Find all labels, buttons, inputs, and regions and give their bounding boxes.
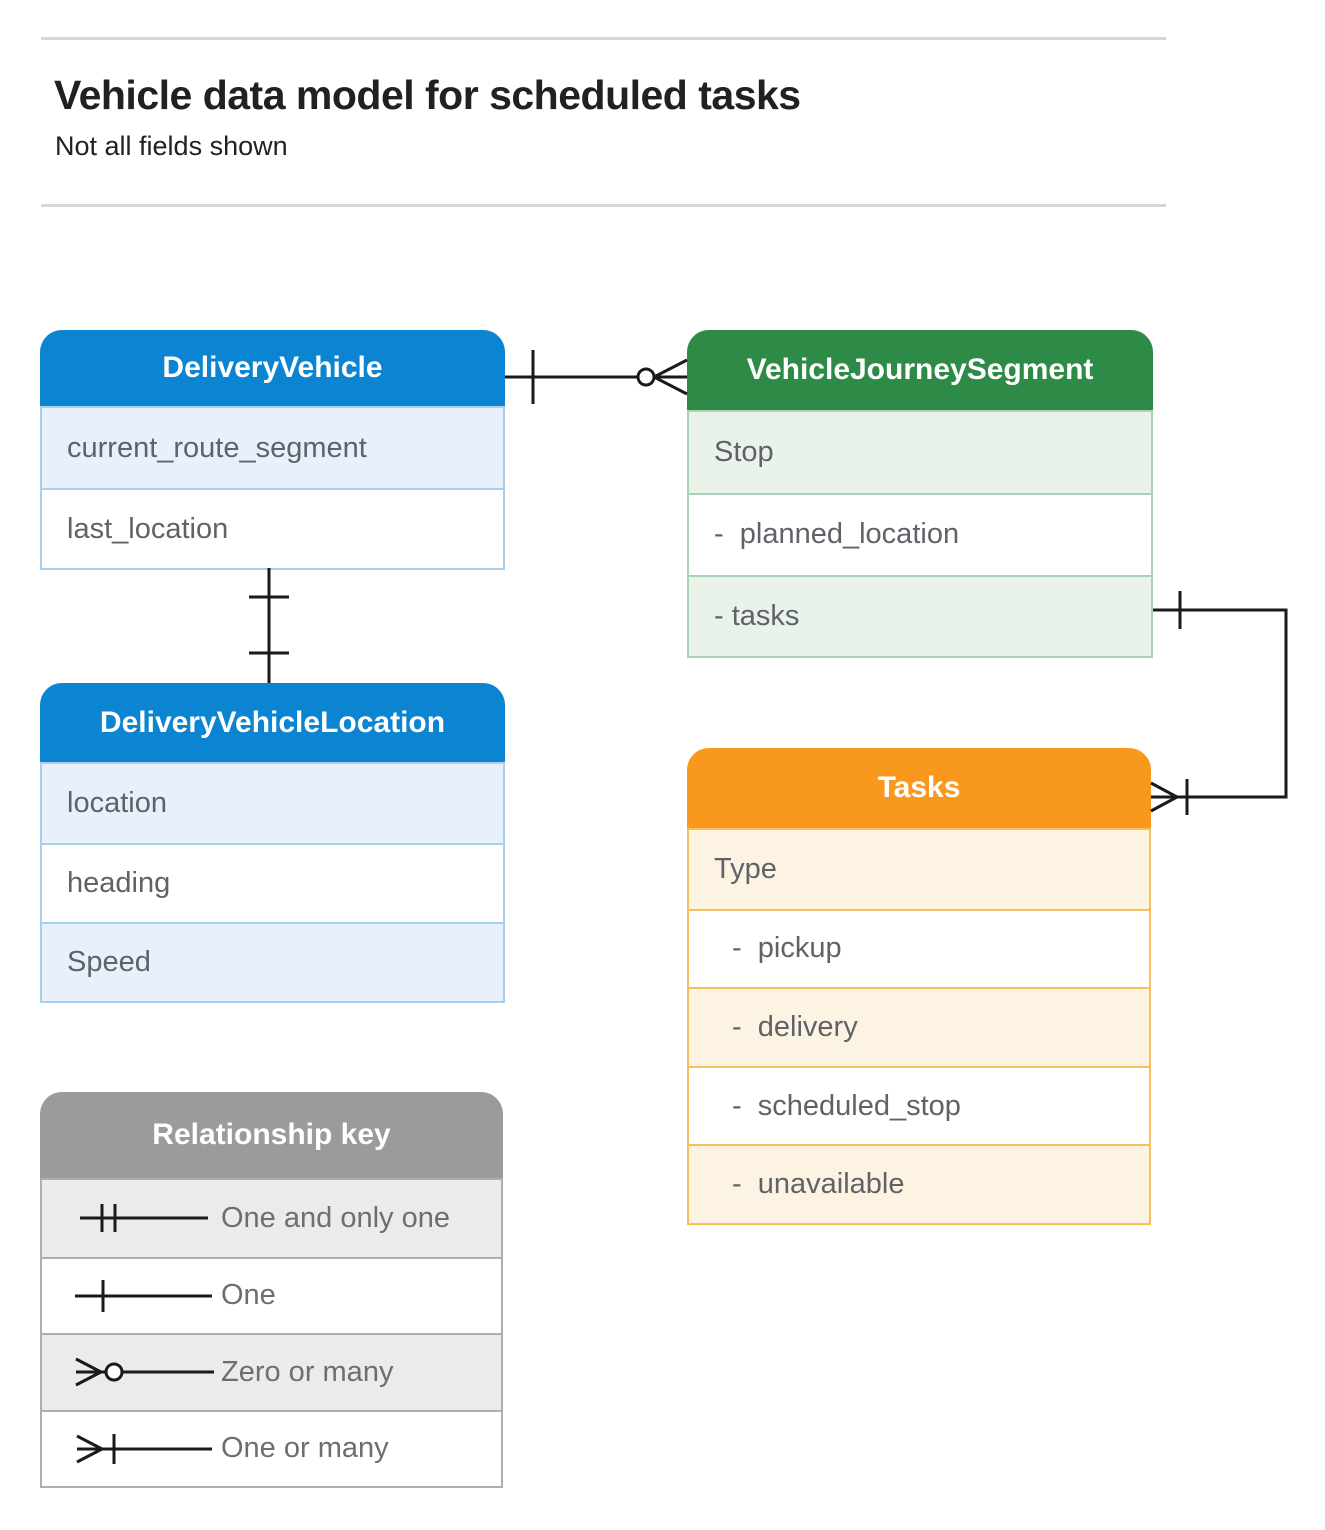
field-label: Type xyxy=(714,852,777,885)
field-row: - unavailable xyxy=(689,1144,1149,1223)
field-label: - planned_location xyxy=(714,518,960,551)
divider-top xyxy=(41,37,1166,40)
field-label: - scheduled_stop xyxy=(732,1089,961,1122)
entity-fields: Type - pickup - delivery - scheduled_sto… xyxy=(687,828,1151,1225)
entity-delivery-vehicle-location: DeliveryVehicleLocation location heading… xyxy=(40,683,505,1003)
entity-header-tasks: Tasks xyxy=(687,748,1151,828)
one-or-many-symbol xyxy=(76,1433,212,1464)
field-label: location xyxy=(67,787,167,819)
legend-header: Relationship key xyxy=(40,1092,503,1178)
field-label: Stop xyxy=(714,436,774,469)
field-label: Speed xyxy=(67,946,151,978)
field-row: Stop xyxy=(689,412,1151,494)
legend-item-label: Zero or many xyxy=(221,1355,394,1388)
page-subtitle: Not all fields shown xyxy=(55,131,288,161)
field-label: heading xyxy=(67,867,171,899)
divider-bottom xyxy=(41,204,1166,207)
connector-deliveryvehicle-vehiclejourneysegment xyxy=(505,350,688,404)
field-label: - tasks xyxy=(714,599,800,632)
field-row: - pickup xyxy=(689,908,1149,988)
entity-vehicle-journey-segment: VehicleJourneySegment Stop - planned_loc… xyxy=(687,330,1153,658)
entity-header-delivery-vehicle-location: DeliveryVehicleLocation xyxy=(40,683,505,762)
zero-or-many-symbol xyxy=(75,1357,214,1387)
field-label: current_route_segment xyxy=(67,431,367,464)
legend-item: Zero or many xyxy=(42,1333,501,1410)
one-and-only-one-symbol xyxy=(80,1204,208,1233)
legend-item: One xyxy=(42,1256,501,1334)
legend-relationship-key: Relationship key One and only one One Ze… xyxy=(40,1092,503,1488)
legend-item: One and only one xyxy=(42,1180,501,1257)
field-row: - tasks xyxy=(689,574,1151,656)
field-label: last_location xyxy=(67,512,229,545)
legend-item-label: One and only one xyxy=(221,1201,450,1234)
entity-header-delivery-vehicle: DeliveryVehicle xyxy=(40,330,505,406)
entity-fields: Stop - planned_location - tasks xyxy=(687,410,1153,658)
field-row: current_route_segment xyxy=(42,408,503,488)
field-row: heading xyxy=(42,843,503,922)
legend-item: One or many xyxy=(42,1409,501,1487)
entity-header-vehicle-journey-segment: VehicleJourneySegment xyxy=(687,330,1153,410)
field-row: - delivery xyxy=(689,987,1149,1066)
field-row: last_location xyxy=(42,488,503,568)
connector-deliveryvehicle-deliveryvehiclelocation xyxy=(249,568,289,683)
field-row: - planned_location xyxy=(689,493,1151,574)
field-row: - scheduled_stop xyxy=(689,1065,1149,1145)
entity-fields: location heading Speed xyxy=(40,762,505,1003)
field-label: - delivery xyxy=(732,1010,858,1043)
page-title: Vehicle data model for scheduled tasks xyxy=(54,72,801,118)
field-label: - unavailable xyxy=(732,1168,905,1201)
field-label: - pickup xyxy=(732,932,842,965)
legend-items: One and only one One Zero or many One or… xyxy=(40,1178,503,1488)
legend-item-label: One xyxy=(221,1279,276,1312)
field-row: Type xyxy=(689,830,1149,909)
field-row: Speed xyxy=(42,922,503,1001)
entity-fields: current_route_segment last_location xyxy=(40,406,505,570)
connector-vehiclejourneysegment-tasks xyxy=(1150,591,1288,815)
legend-item-label: One or many xyxy=(221,1432,389,1465)
field-row: location xyxy=(42,764,503,843)
entity-delivery-vehicle: DeliveryVehicle current_route_segment la… xyxy=(40,330,505,570)
one-symbol xyxy=(75,1279,212,1312)
entity-tasks: Tasks Type - pickup - delivery - schedul… xyxy=(687,748,1151,1225)
